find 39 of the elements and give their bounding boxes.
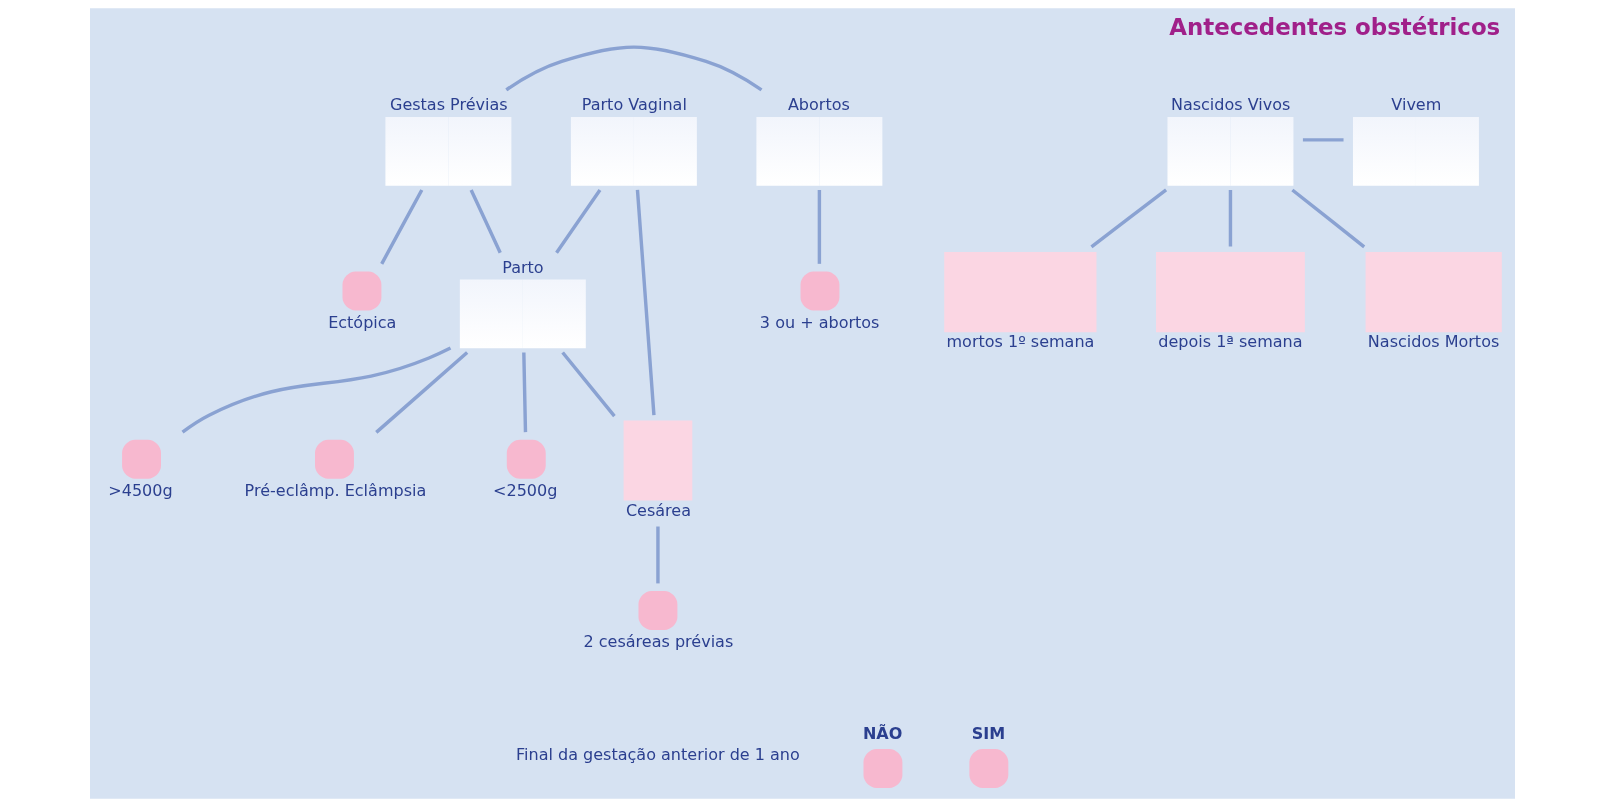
node-label: Gestas Prévias [389,95,508,115]
node-label: 3 ou + abortos [759,312,879,332]
connector [1290,188,1365,249]
node-label: Nascidos Mortos [1367,332,1499,352]
diagram-title: Antecedentes obstétricos [1168,13,1500,40]
connector [379,189,423,265]
node-box [1365,252,1502,333]
node-label: Cesárea [625,500,691,520]
connector [1228,190,1232,247]
node-label: NÃO [862,723,902,743]
node-box [1155,252,1305,333]
node-label: <2500g [492,481,557,501]
connector [1089,188,1167,249]
connector [504,45,762,92]
node-label: depois 1ª semana [1157,332,1303,352]
node-label: Pré-eclâmp. Eclâmpsia [244,481,426,501]
node-box [943,252,1096,333]
node-label: Ectópica [327,312,396,332]
node-label: mortos 1º semana [945,332,1094,352]
connector [655,526,660,584]
connector [469,189,502,254]
node-box [623,420,692,501]
label: Final da gestação anterior de 1 ano [515,745,800,765]
connector [554,189,601,254]
connector [1302,138,1344,142]
connector [635,189,656,416]
connector [374,351,468,434]
connector [181,346,451,434]
node-label: Abortos [787,95,850,115]
connector [560,351,616,418]
node-label: Parto [501,257,544,277]
connector [521,352,527,433]
node-label: Nascidos Vivos [1170,95,1290,115]
node-label: >4500g [107,481,173,501]
node-label: Parto Vaginal [581,95,687,115]
node-label: 2 cesáreas prévias [583,632,733,652]
node-label: Vivem [1390,95,1441,115]
connector [817,190,821,264]
node-label: SIM [971,723,1005,743]
